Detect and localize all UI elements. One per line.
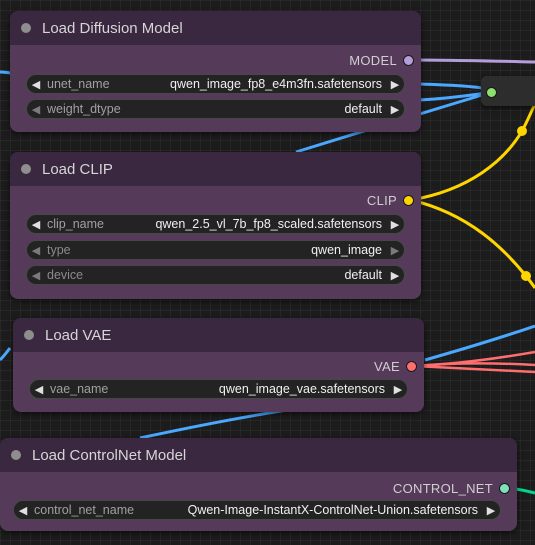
widget-value: default: [344, 268, 382, 282]
widget-value: qwen_2.5_vl_7b_fp8_scaled.safetensors: [155, 217, 382, 231]
node-title: Load ControlNet Model: [32, 446, 187, 464]
model-output: MODEL: [349, 50, 421, 70]
output-label: MODEL: [349, 52, 397, 68]
node-title: Load VAE: [45, 326, 112, 344]
clip-output-port[interactable]: [403, 194, 414, 206]
node-title-bar[interactable]: Load VAE: [13, 318, 424, 352]
increment-arrow-icon[interactable]: ▶: [390, 78, 400, 91]
vae-name-combo[interactable]: ◀ vae_name qwen_image_vae.safetensors ▶: [29, 379, 408, 399]
widget-label: type: [47, 243, 71, 257]
load-clip-node[interactable]: Load CLIP CLIP ◀ clip_name qwen_2.5_vl_7…: [10, 152, 421, 299]
vae-wire-2: [413, 364, 535, 374]
weight-dtype-combo[interactable]: ◀ weight_dtype default ▶: [26, 99, 405, 119]
clip-output: CLIP: [367, 190, 421, 210]
unet-name-combo[interactable]: ◀ unet_name qwen_image_fp8_e4m3fn.safete…: [26, 74, 405, 94]
type-combo[interactable]: ◀ type qwen_image ▶: [26, 240, 405, 260]
output-label: VAE: [374, 358, 400, 374]
widget-label: device: [47, 268, 84, 282]
decrement-arrow-icon[interactable]: ◀: [18, 504, 28, 517]
model-wire: [410, 58, 535, 64]
clip-reroute-dot-lower: [521, 271, 531, 281]
blue-wire-left-mid: [0, 347, 12, 362]
widget-value: default: [344, 102, 382, 116]
widget-value: qwen_image: [311, 243, 382, 257]
decrement-arrow-icon[interactable]: ◀: [31, 78, 41, 91]
widget-label: control_net_name: [34, 503, 135, 517]
decrement-arrow-icon[interactable]: ◀: [34, 383, 44, 396]
clip-wire-lower: [410, 198, 535, 289]
load-vae-node[interactable]: Load VAE VAE ◀ vae_name qwen_image_vae.s…: [13, 318, 424, 412]
collapse-dot-icon[interactable]: [11, 450, 21, 460]
controlnet-output: CONTROL_NET: [393, 478, 517, 498]
node-title-bar[interactable]: Load Diffusion Model: [10, 11, 421, 45]
vae-output: VAE: [374, 356, 424, 376]
clip-wire-upper: [410, 103, 535, 202]
output-label: CONTROL_NET: [392, 480, 493, 496]
decrement-arrow-icon[interactable]: ◀: [31, 244, 41, 257]
widget-label: clip_name: [47, 217, 104, 231]
load-diffusion-model-node[interactable]: Load Diffusion Model MODEL ◀ unet_name q…: [10, 11, 421, 132]
increment-arrow-icon[interactable]: ▶: [390, 103, 400, 116]
vae-wire-1: [413, 350, 535, 368]
vae-wire-3: [413, 362, 535, 368]
offscreen-node-input-port[interactable]: [486, 87, 497, 98]
widget-label: unet_name: [47, 77, 110, 91]
output-label: CLIP: [366, 192, 397, 208]
blue-wire-vae-bottom: [139, 406, 301, 440]
collapse-dot-icon[interactable]: [21, 164, 31, 174]
widget-label: weight_dtype: [47, 102, 121, 116]
increment-arrow-icon[interactable]: ▶: [390, 244, 400, 257]
vae-output-port[interactable]: [406, 360, 417, 372]
clip-reroute-dot-upper: [517, 126, 527, 136]
widget-label: vae_name: [50, 382, 109, 396]
increment-arrow-icon[interactable]: ▶: [393, 383, 403, 396]
decrement-arrow-icon[interactable]: ◀: [31, 218, 41, 231]
increment-arrow-icon[interactable]: ▶: [390, 218, 400, 231]
node-title-bar[interactable]: Load ControlNet Model: [0, 438, 517, 472]
controlnet-output-port[interactable]: [499, 482, 510, 494]
collapse-dot-icon[interactable]: [24, 330, 34, 340]
collapse-dot-icon[interactable]: [21, 23, 31, 33]
node-title: Load Diffusion Model: [42, 19, 183, 37]
widget-value: qwen_image_fp8_e4m3fn.safetensors: [170, 77, 382, 91]
load-controlnet-model-node[interactable]: Load ControlNet Model CONTROL_NET ◀ cont…: [0, 438, 517, 531]
node-title-bar[interactable]: Load CLIP: [10, 152, 421, 186]
decrement-arrow-icon[interactable]: ◀: [31, 103, 41, 116]
blue-wire-vae-right: [424, 324, 535, 362]
model-output-port[interactable]: [403, 54, 414, 66]
increment-arrow-icon[interactable]: ▶: [486, 504, 496, 517]
widget-value: Qwen-Image-InstantX-ControlNet-Union.saf…: [187, 503, 478, 517]
increment-arrow-icon[interactable]: ▶: [390, 269, 400, 282]
clip-name-combo[interactable]: ◀ clip_name qwen_2.5_vl_7b_fp8_scaled.sa…: [26, 214, 405, 234]
node-title: Load CLIP: [42, 160, 113, 178]
decrement-arrow-icon[interactable]: ◀: [31, 269, 41, 282]
control-net-name-combo[interactable]: ◀ control_net_name Qwen-Image-InstantX-C…: [13, 500, 501, 520]
device-combo[interactable]: ◀ device default ▶: [26, 265, 405, 285]
blue-wire-unet: [419, 82, 483, 90]
widget-value: qwen_image_vae.safetensors: [218, 382, 385, 396]
